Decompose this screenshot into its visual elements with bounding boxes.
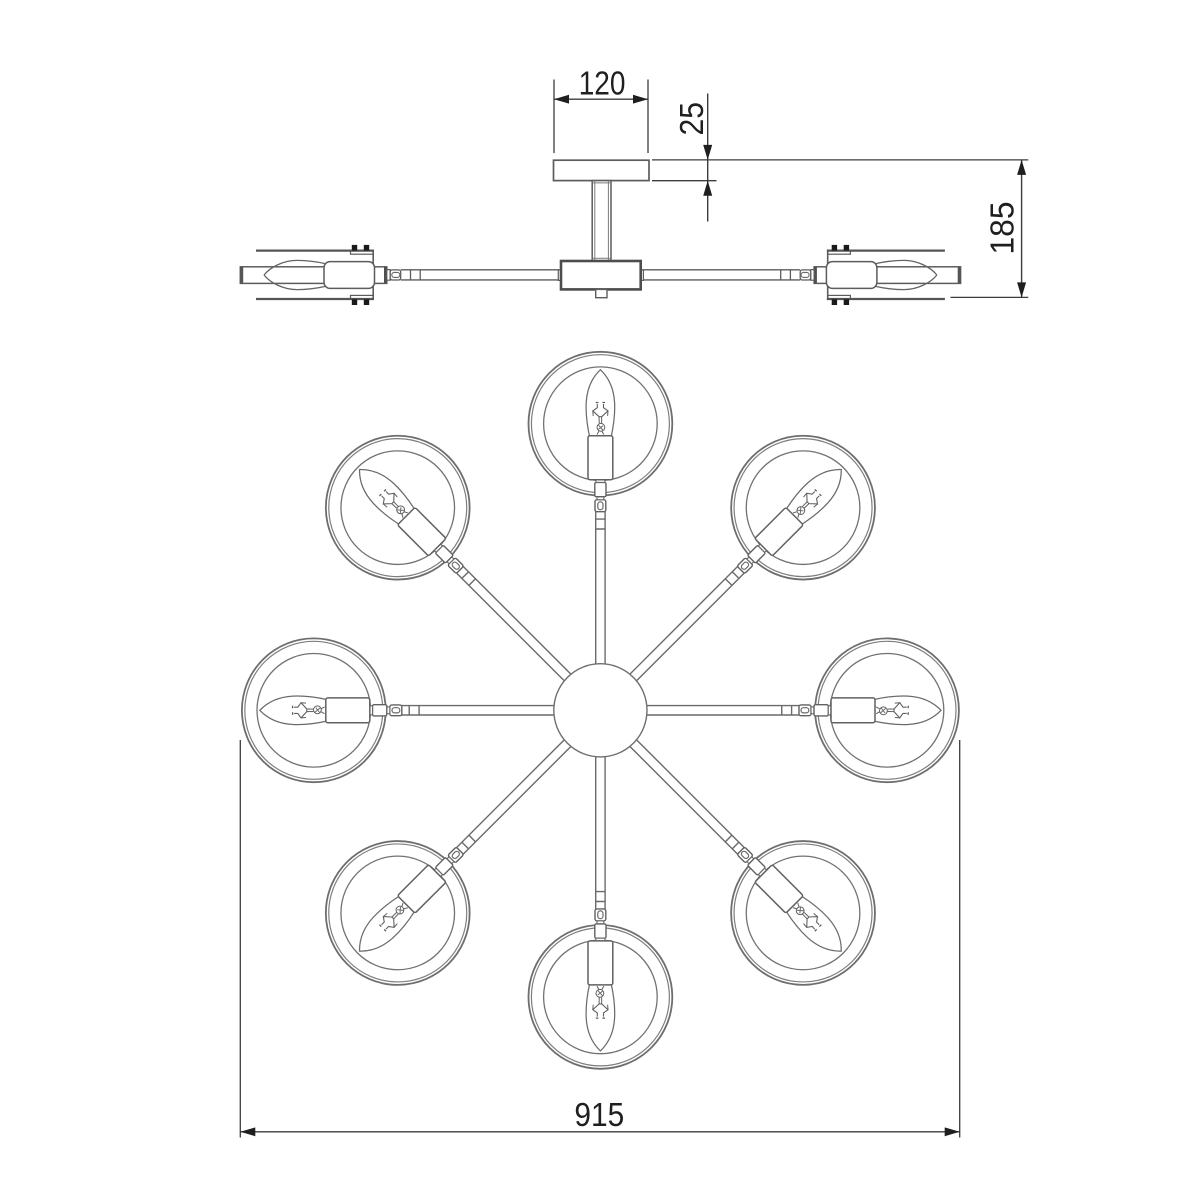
svg-text:25: 25: [674, 102, 711, 136]
svg-text:120: 120: [579, 66, 626, 103]
svg-text:185: 185: [985, 202, 1022, 255]
svg-text:915: 915: [574, 1097, 624, 1134]
